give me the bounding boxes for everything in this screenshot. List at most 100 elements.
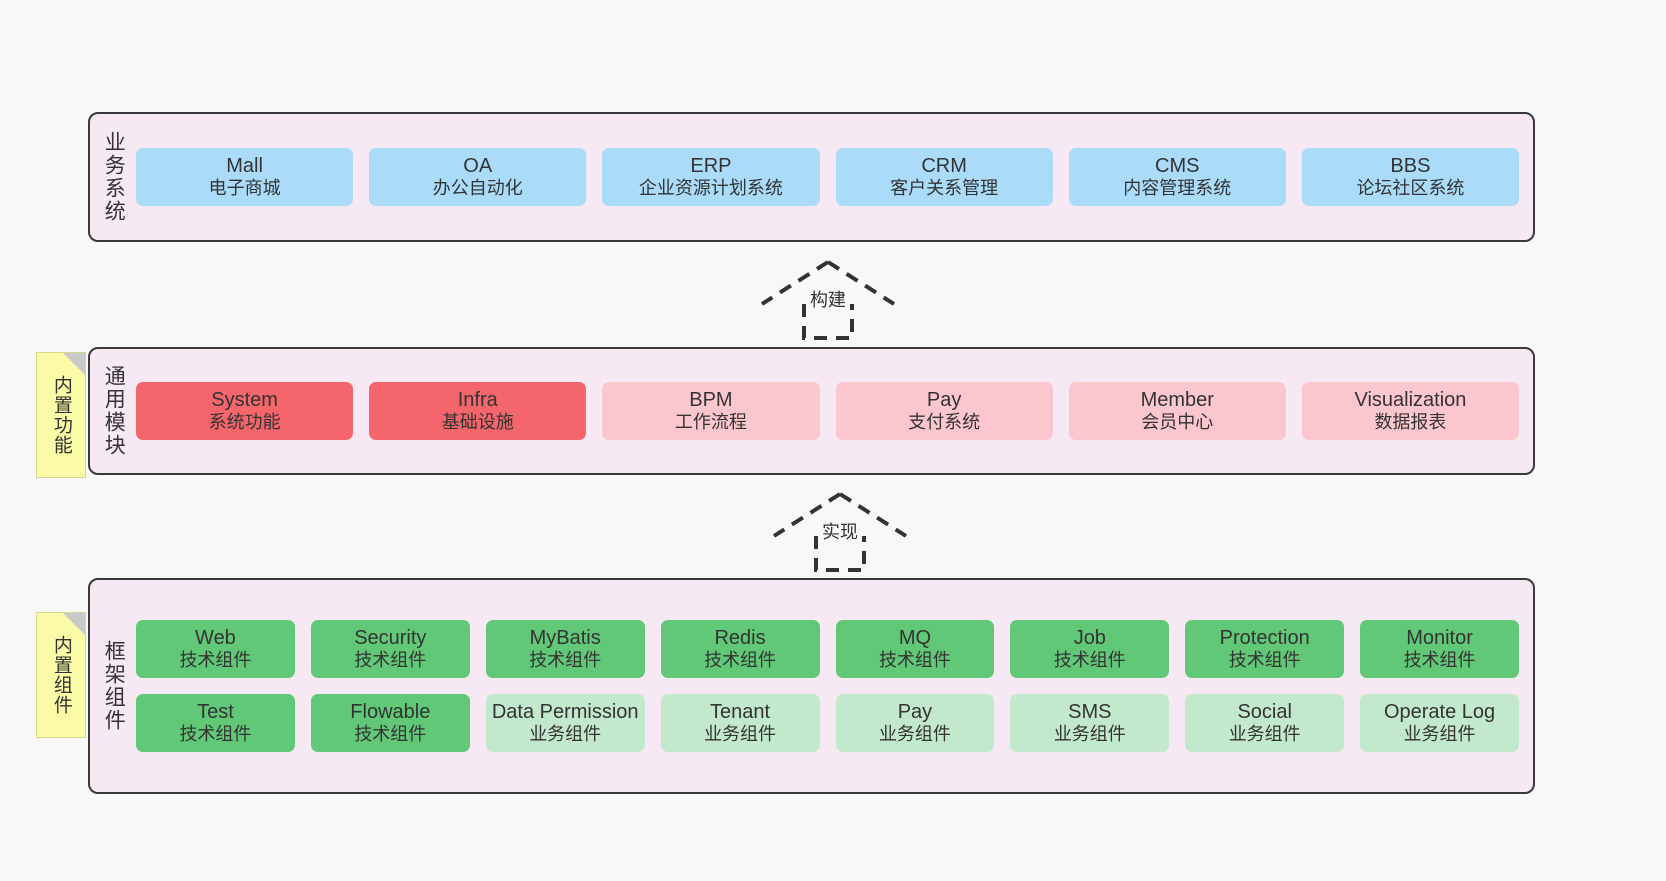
node-subtitle: 基础设施 <box>441 412 514 433</box>
node-title: CRM <box>921 154 967 177</box>
note-label: 内置组件 <box>50 635 72 715</box>
node-subtitle: 技术组件 <box>179 650 252 671</box>
node-subtitle: 业务组件 <box>529 724 602 745</box>
node-bpm[interactable]: BPM 工作流程 <box>602 381 820 441</box>
connector-build: 构建 <box>758 258 898 340</box>
connector-implement: 实现 <box>770 490 910 572</box>
node-mall[interactable]: Mall 电子商城 <box>136 147 354 207</box>
node-title: ERP <box>690 154 732 177</box>
node-title: Data Permission <box>491 701 639 723</box>
node-title: OA <box>463 154 493 177</box>
node-subtitle: 论坛社区系统 <box>1356 178 1465 199</box>
node-title: Mall <box>226 154 263 177</box>
node-subtitle: 办公自动化 <box>432 178 523 199</box>
node-title: Security <box>354 626 427 649</box>
node-data-permission[interactable]: Data Permission 业务组件 <box>485 694 645 753</box>
node-row: Test 技术组件 Flowable 技术组件 Data Permission … <box>136 694 1519 753</box>
node-mq[interactable]: MQ 技术组件 <box>835 619 995 678</box>
node-title: CMS <box>1155 154 1200 177</box>
node-subtitle: 技术组件 <box>878 650 951 671</box>
layer-common-modules: 通用模块 System 系统功能 Infra 基础设施 BPM 工作流程 Pay… <box>88 347 1535 475</box>
node-subtitle: 业务组件 <box>1228 724 1301 745</box>
node-row: Mall 电子商城 OA 办公自动化 ERP 企业资源计划系统 CRM 客户关系… <box>136 147 1520 207</box>
node-subtitle: 会员中心 <box>1141 412 1214 433</box>
node-subtitle: 系统功能 <box>208 412 281 433</box>
note-builtin-features: 内置功能 <box>36 352 86 478</box>
node-subtitle: 业务组件 <box>704 724 777 745</box>
node-title: Flowable <box>350 701 431 723</box>
node-visualization[interactable]: Visualization 数据报表 <box>1301 381 1520 441</box>
node-title: SMS <box>1068 701 1112 723</box>
node-subtitle: 数据报表 <box>1374 412 1447 433</box>
connector-build-label: 构建 <box>810 290 846 310</box>
node-title: Operate Log <box>1383 701 1496 723</box>
node-subtitle: 技术组件 <box>354 650 427 671</box>
node-member[interactable]: Member 会员中心 <box>1068 381 1286 441</box>
node-subtitle: 内容管理系统 <box>1123 178 1232 199</box>
node-infra[interactable]: Infra 基础设施 <box>369 381 587 441</box>
node-title: Social <box>1237 701 1292 723</box>
node-bbs[interactable]: BBS 论坛社区系统 <box>1301 147 1520 207</box>
node-subtitle: 工作流程 <box>674 412 747 433</box>
node-mybatis[interactable]: MyBatis 技术组件 <box>485 619 645 678</box>
node-job[interactable]: Job 技术组件 <box>1010 619 1170 678</box>
node-subtitle: 客户关系管理 <box>890 178 999 199</box>
node-title: Infra <box>457 388 498 411</box>
node-crm[interactable]: CRM 客户关系管理 <box>835 147 1053 207</box>
connector-implement-label: 实现 <box>822 522 858 542</box>
node-subtitle: 业务组件 <box>1403 724 1476 745</box>
node-subtitle: 电子商城 <box>208 178 281 199</box>
node-title: Protection <box>1219 626 1310 649</box>
layer-framework-components: 框架组件 Web 技术组件 Security 技术组件 MyBatis 技术组件… <box>88 578 1535 794</box>
node-subtitle: 业务组件 <box>878 724 951 745</box>
node-test[interactable]: Test 技术组件 <box>136 694 295 753</box>
node-pay-component[interactable]: Pay 业务组件 <box>835 694 995 753</box>
node-title: Member <box>1140 388 1214 411</box>
node-tenant[interactable]: Tenant 业务组件 <box>660 694 820 753</box>
node-security[interactable]: Security 技术组件 <box>310 619 470 678</box>
layer-title-framework-components: 框架组件 <box>102 640 126 732</box>
node-subtitle: 支付系统 <box>908 412 981 433</box>
node-erp[interactable]: ERP 企业资源计划系统 <box>602 147 820 207</box>
implement-stem <box>814 536 866 572</box>
node-redis[interactable]: Redis 技术组件 <box>660 619 820 678</box>
node-title: MQ <box>898 626 932 649</box>
node-subtitle: 技术组件 <box>529 650 602 671</box>
node-pay-module[interactable]: Pay 支付系统 <box>835 381 1053 441</box>
node-subtitle: 技术组件 <box>354 724 427 745</box>
node-title: BPM <box>689 388 733 411</box>
node-social[interactable]: Social 业务组件 <box>1185 694 1345 753</box>
node-title: Test <box>197 701 234 723</box>
node-title: Job <box>1073 626 1106 649</box>
node-title: Pay <box>926 388 962 411</box>
node-row: System 系统功能 Infra 基础设施 BPM 工作流程 Pay 支付系统… <box>136 381 1520 441</box>
layer-body-framework-components: Web 技术组件 Security 技术组件 MyBatis 技术组件 Redi… <box>136 580 1533 792</box>
node-operate-log[interactable]: Operate Log 业务组件 <box>1360 694 1519 753</box>
node-subtitle: 技术组件 <box>704 650 777 671</box>
node-flowable[interactable]: Flowable 技术组件 <box>310 694 470 753</box>
node-monitor[interactable]: Monitor 技术组件 <box>1360 619 1519 678</box>
note-label: 内置功能 <box>50 375 72 455</box>
node-subtitle: 技术组件 <box>1053 650 1126 671</box>
node-title: Monitor <box>1406 626 1473 649</box>
node-sms[interactable]: SMS 业务组件 <box>1010 694 1170 753</box>
node-oa[interactable]: OA 办公自动化 <box>369 147 587 207</box>
note-builtin-components: 内置组件 <box>36 612 86 738</box>
node-title: Pay <box>897 701 933 723</box>
node-subtitle: 技术组件 <box>1403 650 1476 671</box>
node-title: Tenant <box>710 701 771 723</box>
node-subtitle: 企业资源计划系统 <box>638 178 783 199</box>
layer-body-common-modules: System 系统功能 Infra 基础设施 BPM 工作流程 Pay 支付系统… <box>136 349 1533 473</box>
build-stem <box>802 304 854 340</box>
layer-title-common-modules: 通用模块 <box>102 365 126 457</box>
node-protection[interactable]: Protection 技术组件 <box>1185 619 1345 678</box>
node-subtitle: 技术组件 <box>179 724 252 745</box>
node-title: MyBatis <box>529 626 601 649</box>
node-system[interactable]: System 系统功能 <box>136 381 354 441</box>
node-title: System <box>211 388 278 411</box>
node-row: Web 技术组件 Security 技术组件 MyBatis 技术组件 Redi… <box>136 619 1519 678</box>
node-subtitle: 技术组件 <box>1228 650 1301 671</box>
node-cms[interactable]: CMS 内容管理系统 <box>1068 147 1286 207</box>
node-web[interactable]: Web 技术组件 <box>136 619 295 678</box>
node-title: Web <box>195 626 236 649</box>
